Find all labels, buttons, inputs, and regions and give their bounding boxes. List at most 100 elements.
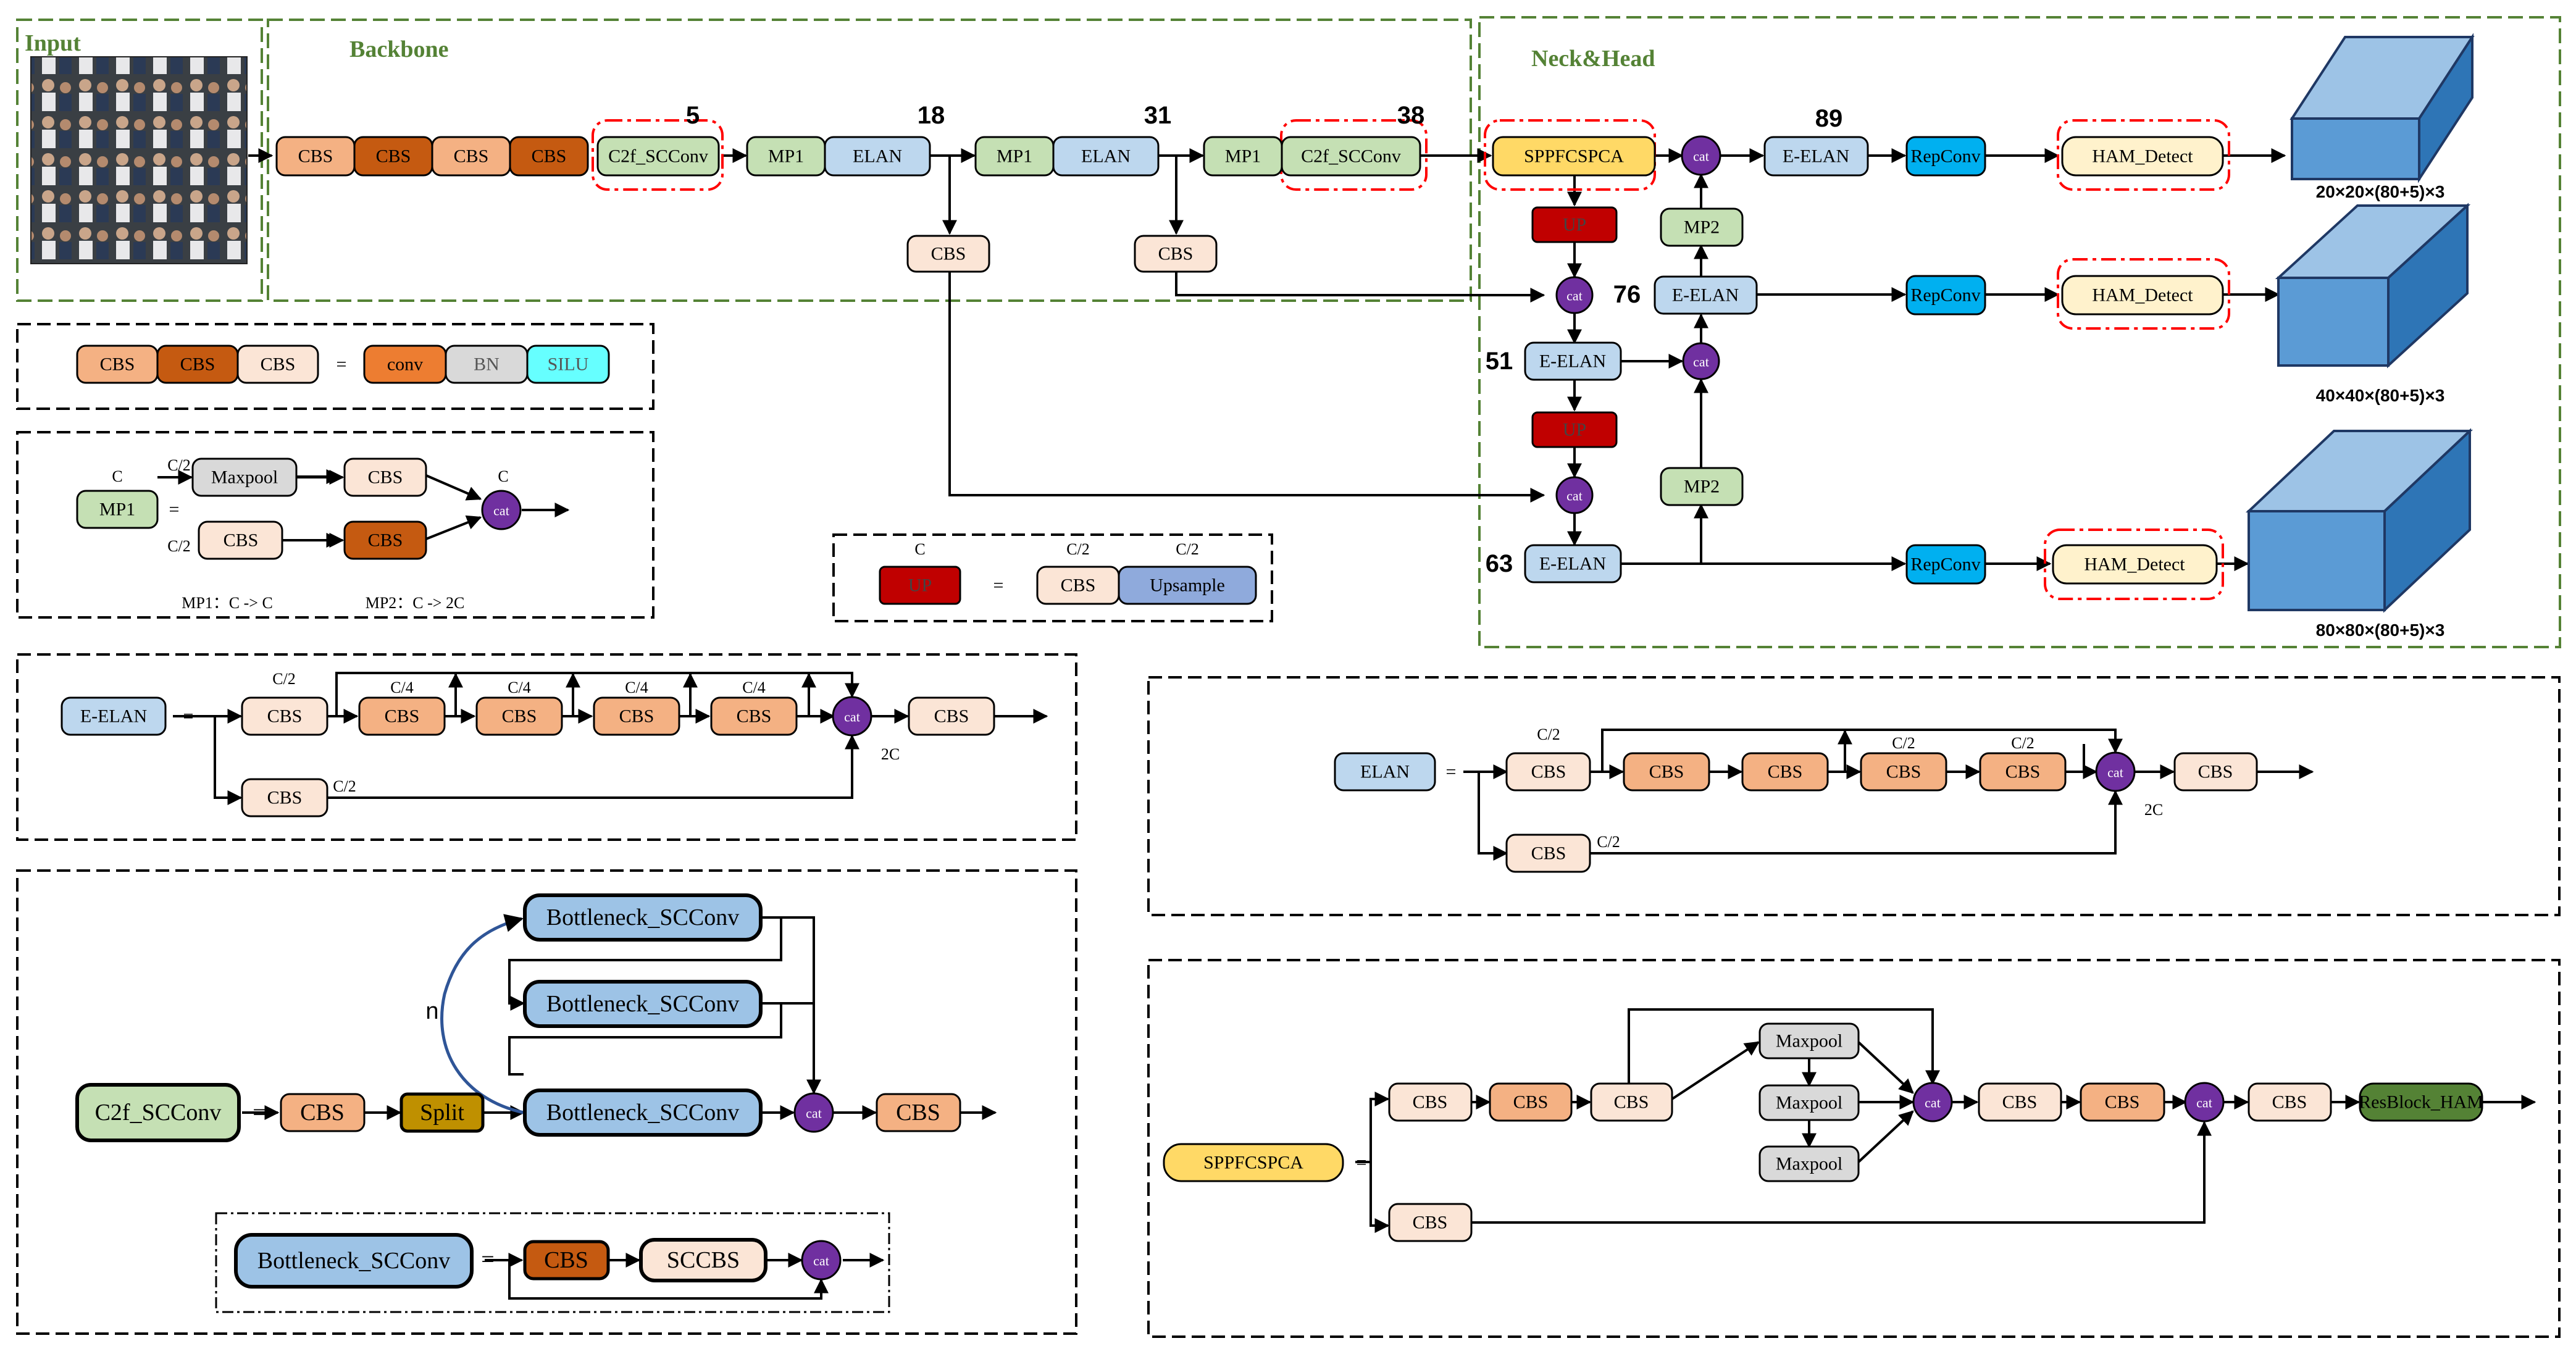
- legend-upsample-label: Upsample: [1150, 575, 1225, 596]
- output-cubes: [2245, 33, 2475, 613]
- legend-c2f-eq: =: [253, 1100, 266, 1126]
- legend-bottleneck-def: [234, 1233, 474, 1289]
- legend-maxpool-3-label: Maxpool: [1776, 1154, 1842, 1174]
- backbone-mp1-1-label: MP1: [768, 146, 804, 167]
- legend-bottleneck-1: [523, 893, 763, 942]
- neck-e-elan-63-label: E-ELAN: [1539, 554, 1606, 574]
- backbone-branch-cbs-2: [1134, 235, 1218, 273]
- mp1-note: MP1：C -> C: [182, 594, 273, 612]
- head-ham-detect-3: [2052, 544, 2218, 585]
- legend-eelan-cbs-5-label: CBS: [737, 706, 772, 727]
- legend-borders: [16, 323, 2561, 1338]
- legend-c2f-cat-label: cat: [806, 1106, 822, 1121]
- legend-spp-cbs-6-label: CBS: [2272, 1092, 2307, 1113]
- legend-c2f-cbs-out-label: CBS: [896, 1100, 940, 1126]
- legend-up-eq: =: [993, 575, 1004, 596]
- legend-mp-cbs-1: [343, 458, 427, 497]
- connectors: [157, 148, 2536, 1300]
- legend-eelan-cbs-3-label: CBS: [502, 706, 537, 727]
- head-ham-detect-2-label: HAM_Detect: [2092, 285, 2193, 306]
- legend-spp-cbs-6: [2248, 1082, 2332, 1122]
- backbone-mp1-3-label: MP1: [1225, 146, 1261, 167]
- neck-e-elan-89-label: E-ELAN: [1783, 146, 1849, 167]
- legend-bottleneck-def-label: Bottleneck_SCConv: [257, 1248, 450, 1274]
- output-label-20: 20×20×(80+5)×3: [2316, 182, 2445, 201]
- mp-c-out: C: [498, 467, 508, 485]
- legend-spp-cat-2-label: cat: [2196, 1095, 2212, 1111]
- eelan-c-half-1: C/2: [272, 670, 296, 688]
- legend-sccbs: [639, 1238, 767, 1282]
- highlight-c2f-5: [592, 119, 724, 191]
- legend-elan-label: ELAN: [1360, 762, 1410, 782]
- legend-maxpool-label: Maxpool: [211, 467, 278, 488]
- neck-e-elan-51-label: E-ELAN: [1539, 351, 1606, 372]
- mp-c-half-bottom: C/2: [167, 537, 191, 555]
- neck-head-section-border: [1478, 16, 2561, 648]
- legend-spp-cbs-4-label: CBS: [2002, 1092, 2038, 1113]
- legend-bneck-eq: =: [481, 1247, 494, 1273]
- backbone-c2f-scconv-38: [1281, 136, 1421, 177]
- backbone-elan-31: [1052, 136, 1160, 177]
- legend-eelan-cbs-1: [241, 696, 328, 736]
- legend-eelan-cat: [832, 696, 872, 737]
- head-ham-detect-1: [2061, 136, 2224, 177]
- legend-maxpool: [191, 458, 298, 497]
- legend-spp-cbs-4: [1978, 1082, 2062, 1122]
- legend-spp-cbs-1-label: CBS: [1413, 1092, 1448, 1113]
- highlight-ham-1: [2057, 119, 2230, 191]
- legend-spp-cbs-3: [1590, 1082, 1673, 1122]
- legend-eelan-cbs-4-label: CBS: [619, 706, 654, 727]
- neck-up-1: [1531, 206, 1618, 243]
- neck-mp2-2: [1660, 467, 1744, 506]
- legend-cbs-eq: =: [337, 354, 347, 375]
- input-title: Input: [25, 30, 81, 56]
- legend-mp-cbs-3-label: CBS: [368, 530, 403, 551]
- legend-mp-cbs-2: [198, 520, 283, 560]
- elan-c-half-4: C/2: [1597, 833, 1620, 851]
- legend-spp-cat-1: [1912, 1082, 1953, 1122]
- legend-elan-cbs-bottom: [1505, 834, 1591, 873]
- e-elan-legend-border: [16, 653, 1077, 841]
- legend-bottleneck-1-label: Bottleneck_SCConv: [546, 905, 739, 930]
- neck-e-elan-51: [1524, 341, 1622, 381]
- head-ham-detect-3-label: HAM_Detect: [2084, 554, 2185, 575]
- legend-up: [879, 566, 961, 605]
- legend-elan-cbs-5-label: CBS: [2005, 762, 2041, 782]
- backbone-elan-18-label: ELAN: [853, 146, 902, 167]
- neck-up-1-label: UP: [1563, 215, 1586, 235]
- cbs-legend-border: [16, 323, 654, 410]
- legend-eelan-cbs-bottom: [241, 778, 328, 817]
- backbone-cbs-4-label: CBS: [532, 146, 567, 167]
- legend-maxpool-2-label: Maxpool: [1776, 1093, 1842, 1113]
- legend-bneck-cat-label: cat: [813, 1253, 829, 1269]
- legend-elan: [1334, 752, 1436, 792]
- legend-spp-cbs-bottom-label: CBS: [1413, 1213, 1448, 1233]
- legend-split-label: Split: [420, 1100, 464, 1126]
- head-ham-detect-1-label: HAM_Detect: [2092, 146, 2193, 167]
- legend-eelan-cbs-5: [710, 696, 798, 736]
- legend-bottleneck-3-label: Bottleneck_SCConv: [546, 1100, 739, 1126]
- eelan-2c: 2C: [881, 745, 900, 763]
- head-repconv-1: [1905, 136, 1986, 177]
- legend-c2f-scconv: [75, 1083, 241, 1142]
- legend-maxpool-1-label: Maxpool: [1776, 1031, 1842, 1051]
- legend-elan-cbs-1: [1505, 752, 1591, 792]
- neck-cat-3: [1682, 342, 1720, 380]
- legend-up-cbs-label: CBS: [1061, 575, 1096, 596]
- sppfcspca-legend-border: [1147, 959, 2561, 1338]
- legend-mp-cat: [481, 490, 522, 530]
- eelan-c-quarter-2: C/4: [508, 679, 531, 696]
- legend-spp-cbs-2: [1489, 1082, 1573, 1122]
- output-label-40: 40×40×(80+5)×3: [2316, 386, 2445, 405]
- layer-number-31: 31: [1144, 102, 1172, 129]
- elan-c-half-3: C/2: [2011, 734, 2034, 752]
- legend-spp-cbs-5: [2080, 1082, 2165, 1122]
- layer-number-38: 38: [1397, 102, 1425, 129]
- mp-c-label: C: [112, 467, 122, 485]
- legend-spp-cbs-3-label: CBS: [1614, 1092, 1649, 1113]
- up-c-label: C: [914, 540, 925, 558]
- neck-mp2-1: [1660, 207, 1744, 247]
- head-repconv-3: [1905, 544, 1986, 585]
- legend-mp-cbs-3: [343, 520, 427, 560]
- neck-sppfcspca-label: SPPFCSPCA: [1524, 146, 1624, 167]
